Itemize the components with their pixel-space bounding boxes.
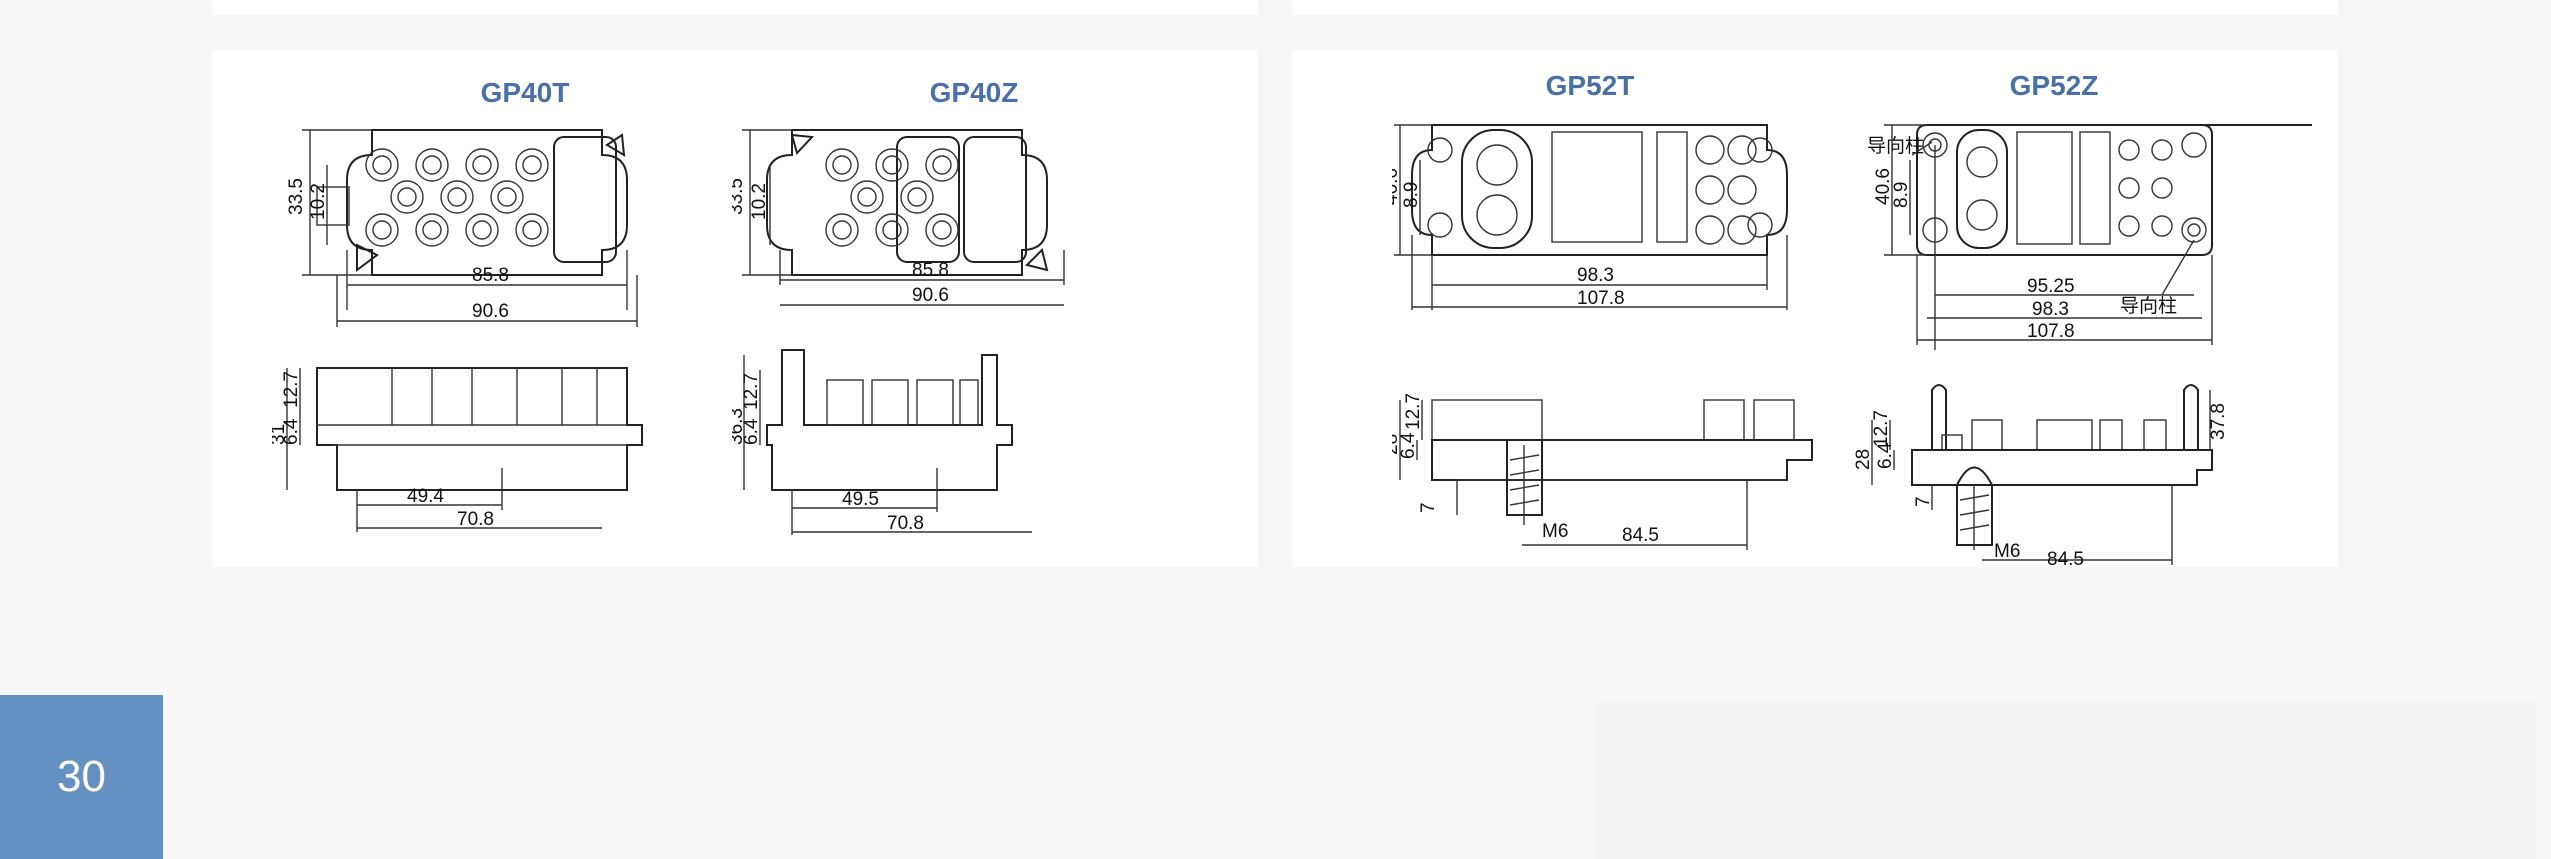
gp52z-side-view: 28 12.7 6.4 7 37.8 M6 84.5	[1853, 384, 2229, 565]
gp52t-width-outer: 107.8	[1577, 288, 1625, 309]
gp52t-side-height-a: 12.7	[1403, 393, 1424, 430]
gp40t-side-width-b: 70.8	[457, 509, 494, 530]
gp52z-height-outer: 40.6	[1873, 168, 1894, 205]
gp52z-thread: M6	[1994, 541, 2020, 562]
gp52t-title: GP52T	[1545, 70, 1635, 101]
gp52z-side-width: 84.5	[2047, 549, 2084, 565]
gp52z-top-view: 导向柱 导向柱 40.6 8.9 95.25 98.3 107.8	[1867, 124, 2312, 350]
gp52z-side-height-total: 28	[1853, 449, 1874, 470]
gp40z-width-inner: 85.8	[912, 260, 949, 281]
gp52t-height-outer: 40.6	[1392, 168, 1402, 205]
gp52z-guide-label-bottom: 导向柱	[2120, 295, 2177, 317]
gp40z-side-width-b: 70.8	[887, 513, 924, 534]
gp40z-side-width-a: 49.5	[842, 489, 879, 510]
gp40t-width-inner: 85.8	[472, 265, 509, 286]
top-strip-left	[212, 0, 1258, 15]
left-drawing-card: GP40T GP40Z 33.5 10.2 85.8 90.6	[212, 50, 1258, 567]
gp52t-side-view: 28 6.4 12.7 7 M6 84.5	[1392, 393, 1813, 550]
gp40t-height-outer: 33.5	[286, 178, 307, 215]
gp40t-side-width-a: 49.4	[407, 486, 444, 507]
top-strip-right	[1292, 0, 2338, 15]
right-drawing-card: GP52T GP52Z 40.6 8.9 98.3 107.8	[1292, 50, 2338, 567]
gp40t-title: GP40T	[480, 77, 570, 108]
page-number: 30	[57, 752, 106, 801]
gp52z-width-outer: 107.8	[2027, 321, 2075, 342]
gp40z-side-height-total: 36.3	[732, 408, 747, 445]
gp40z-side-height-b: 6.4	[741, 418, 762, 445]
gp40z-height-outer: 33.5	[732, 178, 747, 215]
gp40z-width-outer: 90.6	[912, 285, 949, 306]
gp52z-width-a: 95.25	[2027, 276, 2075, 297]
gp52t-height-inner: 8.9	[1401, 182, 1422, 208]
gp40t-height-inner: 10.2	[308, 183, 329, 220]
background-panel	[1597, 700, 2537, 859]
gp40t-side-view: 31 12.7 6.4 49.4 70.8	[272, 367, 643, 532]
gp40z-side-height-a: 12.7	[741, 373, 762, 410]
gp40z-side-view: 36.3 12.7 6.4 49.5 70.8	[732, 349, 1032, 535]
gp40t-top-view: 33.5 10.2 85.8 90.6	[286, 129, 638, 327]
gp52z-guide-label-top: 导向柱	[1867, 135, 1924, 157]
gp52t-side-width: 84.5	[1622, 525, 1659, 546]
gp52z-side-height-b: 6.4	[1875, 442, 1896, 469]
gp52t-top-view: 40.6 8.9 98.3 107.8	[1392, 124, 1788, 310]
gp40t-width-outer: 90.6	[472, 301, 509, 322]
gp40z-height-inner: 10.2	[749, 183, 770, 220]
gp40t-side-height-a: 12.7	[281, 371, 302, 408]
gp52z-height-inner: 8.9	[1891, 182, 1912, 208]
gp52t-thread: M6	[1542, 521, 1568, 542]
gp52t-side-height-c: 7	[1418, 502, 1439, 513]
gp40z-top-view: 33.5 10.2 85.8 90.6	[732, 129, 1065, 306]
gp52t-side-height-b: 6.4	[1398, 432, 1419, 459]
gp52z-side-height-pin: 37.8	[2208, 403, 2229, 440]
gp40z-title: GP40Z	[929, 77, 1019, 108]
gp52z-side-height-c: 7	[1913, 496, 1934, 507]
gp52z-side-height-a: 12.7	[1871, 410, 1892, 447]
gp52t-width-inner: 98.3	[1577, 265, 1614, 286]
gp40t-side-height-b: 6.4	[281, 418, 302, 445]
gp52z-title: GP52Z	[2009, 70, 2099, 101]
gp40t-side-height-total: 31	[272, 424, 289, 445]
page-number-box: 30	[0, 695, 163, 859]
gp52t-side-height-total: 28	[1392, 434, 1402, 455]
gp52z-width-inner: 98.3	[2032, 299, 2069, 320]
